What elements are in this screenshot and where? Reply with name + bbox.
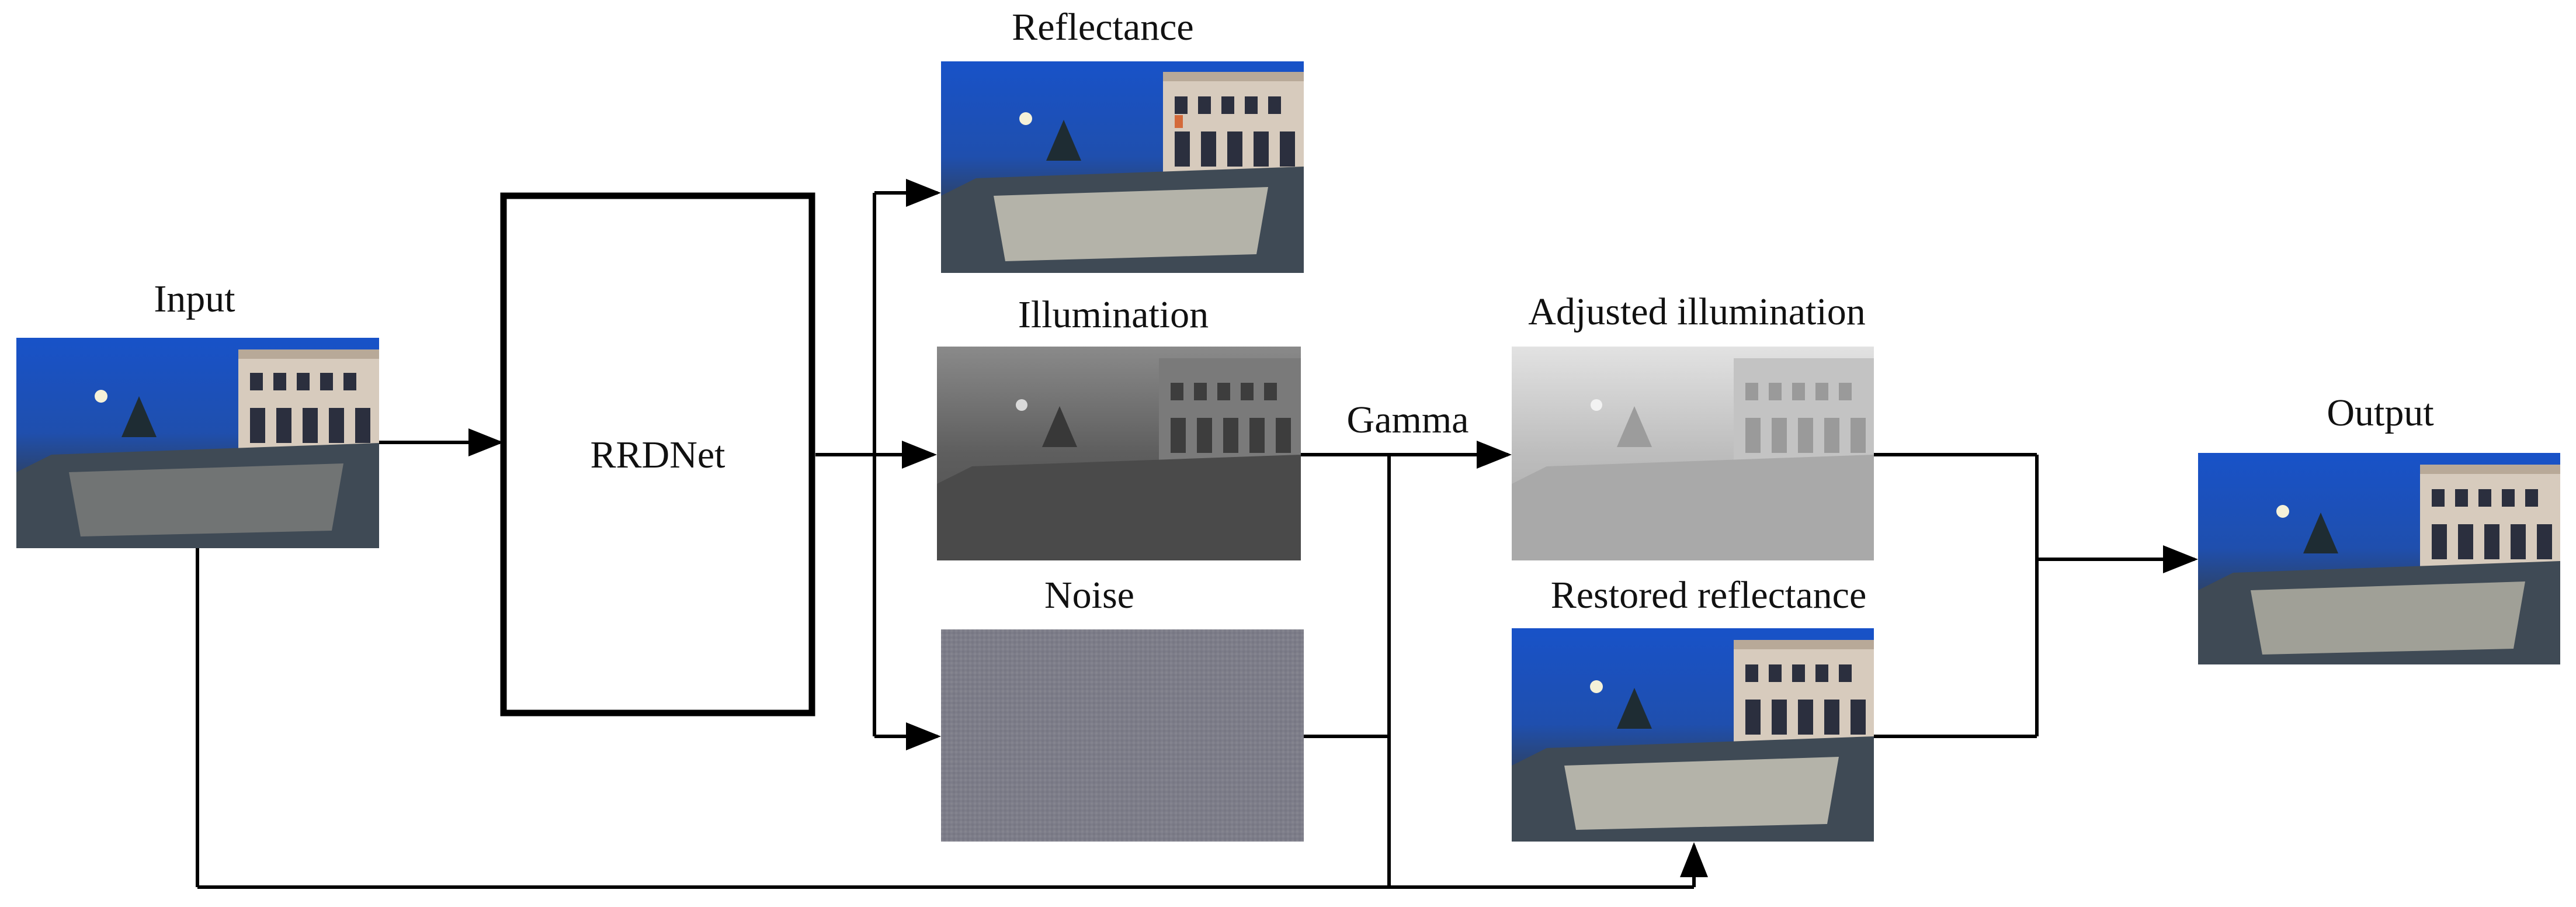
- label-rrdnet: RRDNet: [591, 434, 725, 476]
- label-illumination: Illumination: [1018, 293, 1209, 336]
- noise-image: [941, 629, 1304, 842]
- label-input: Input: [154, 278, 235, 320]
- label-noise: Noise: [1044, 574, 1134, 617]
- input-image: [16, 338, 379, 548]
- label-reflectance: Reflectance: [1012, 6, 1193, 49]
- label-restored-reflectance: Restored reflectance: [1551, 574, 1867, 617]
- label-output: Output: [2327, 392, 2433, 434]
- reflectance-image: [941, 61, 1304, 273]
- restored-reflectance-image: [1512, 628, 1874, 842]
- output-image: [2198, 453, 2560, 664]
- label-gamma: Gamma: [1347, 399, 1469, 441]
- label-adjusted-illumination: Adjusted illumination: [1528, 290, 1865, 333]
- rrdnet-block: [500, 192, 815, 716]
- illumination-image: [937, 347, 1301, 560]
- adjusted-illumination-image: [1512, 347, 1874, 560]
